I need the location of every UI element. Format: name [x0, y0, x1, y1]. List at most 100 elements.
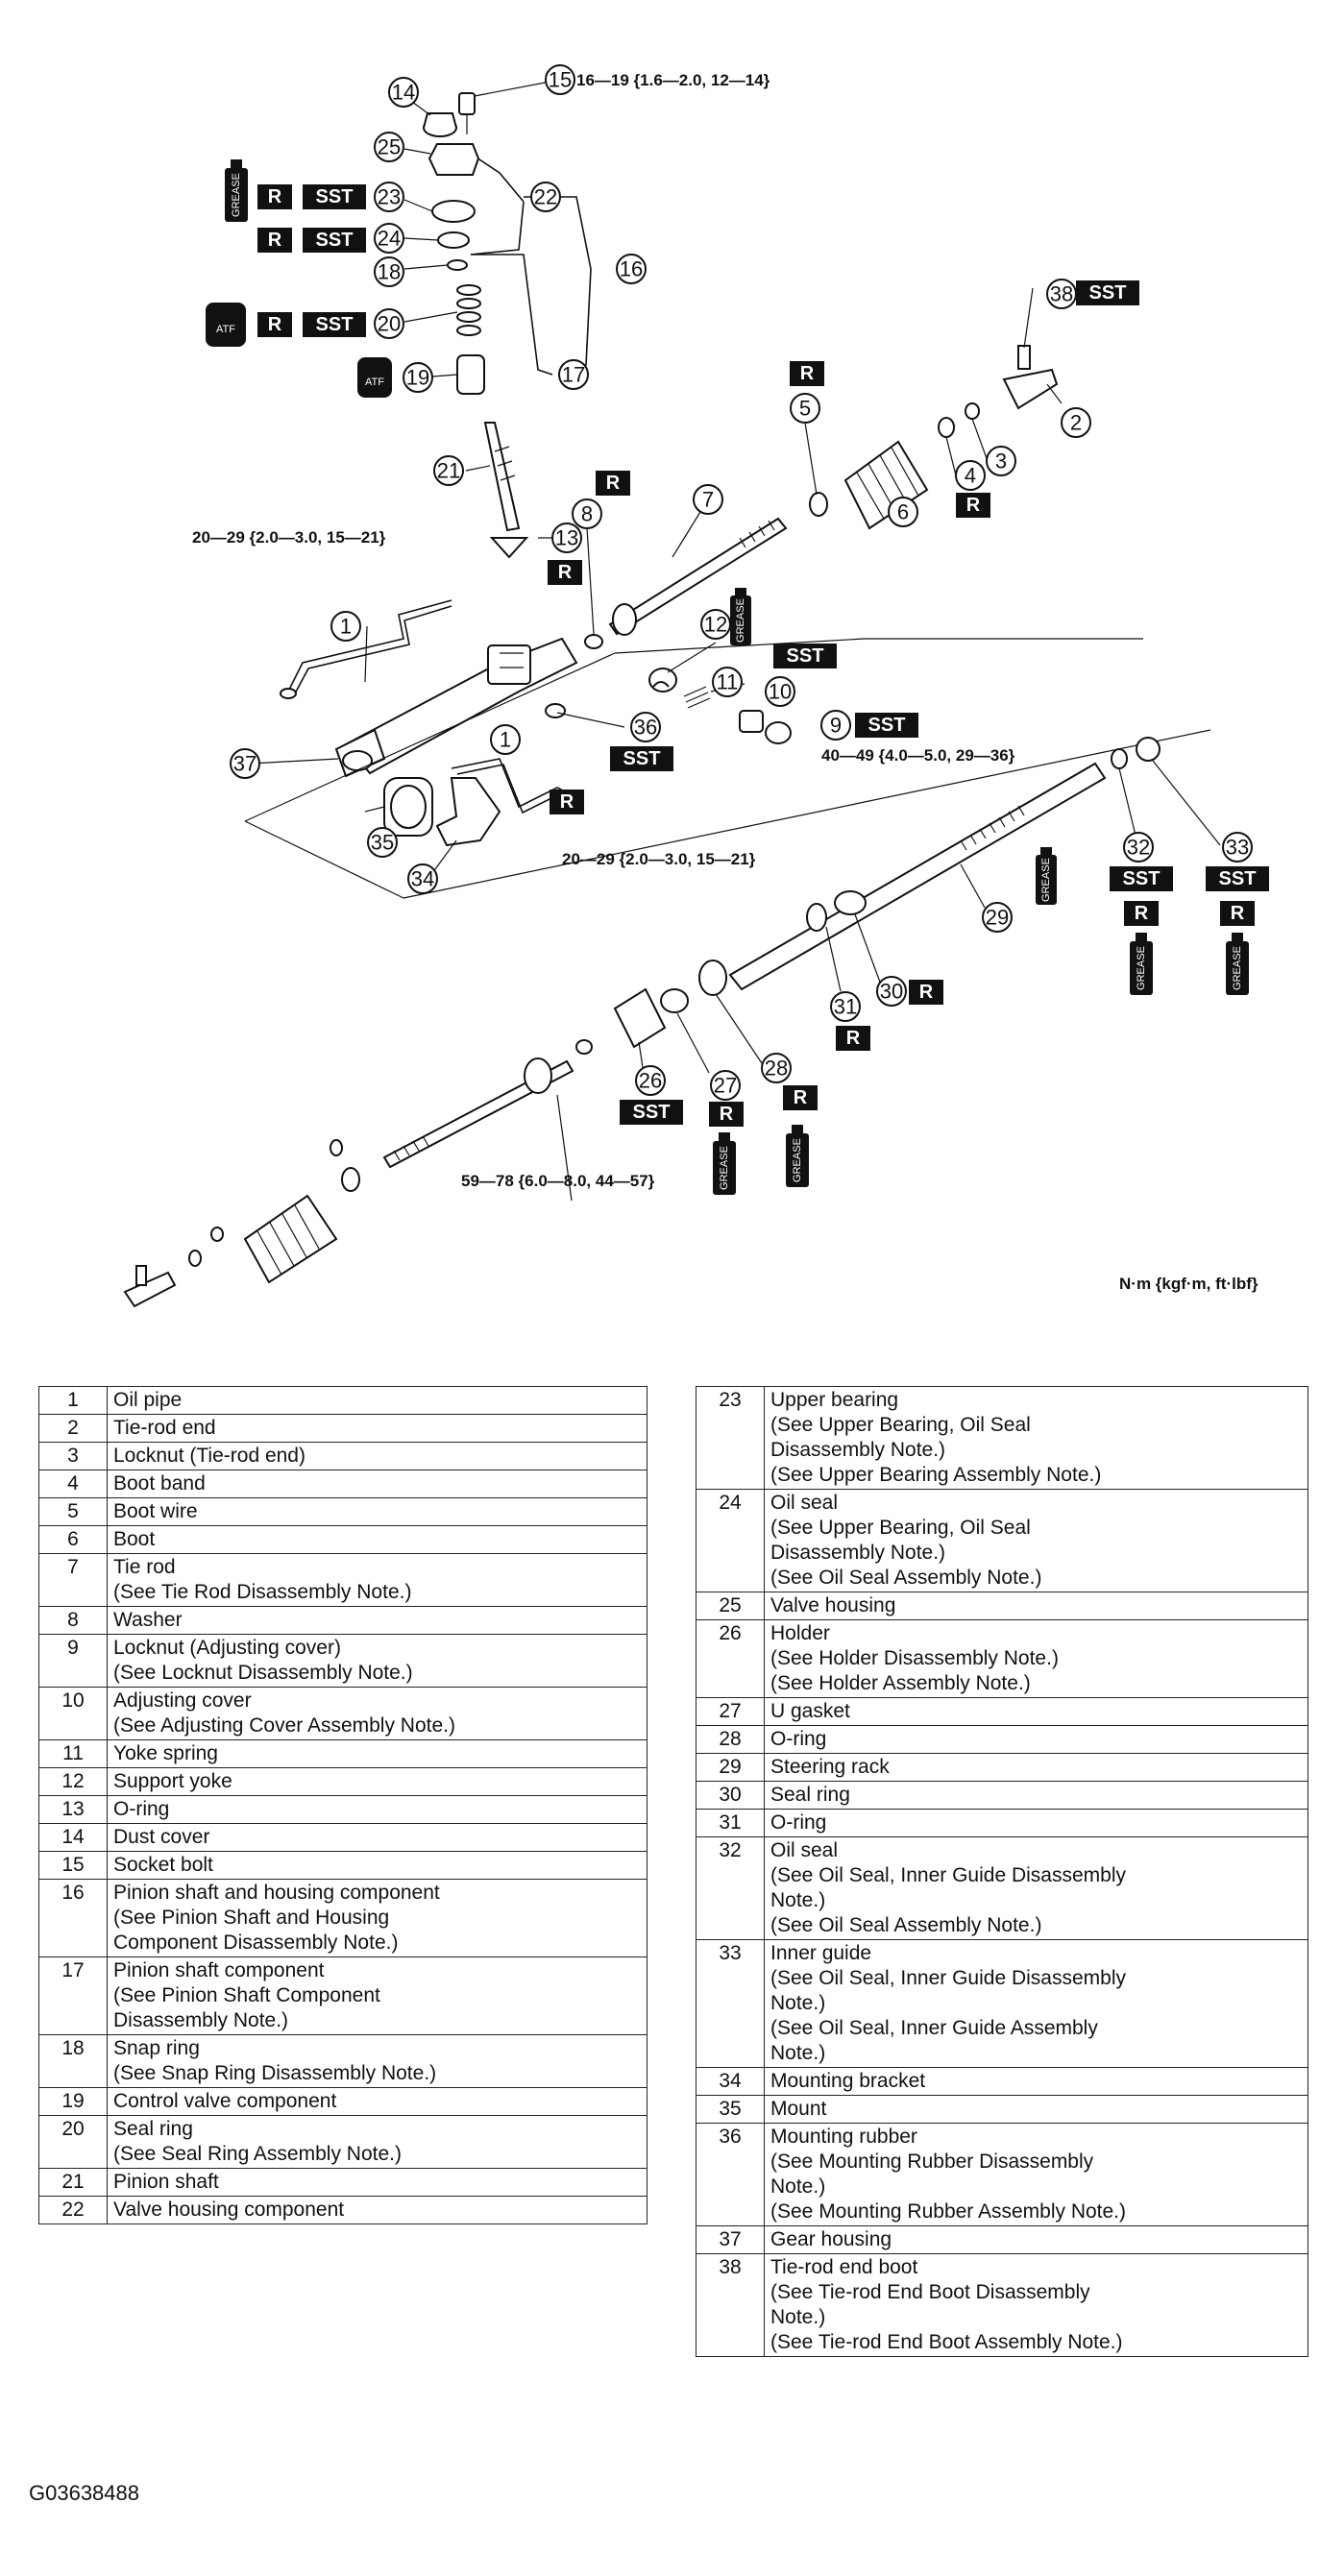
part-description: Mounting bracket: [764, 2067, 1308, 2096]
u-gasket-part: [660, 988, 689, 1013]
tag-sst-24: SST: [303, 228, 366, 253]
callout-10: 10: [765, 676, 795, 707]
part-description: O-ring: [107, 1795, 648, 1824]
callout-1: 1: [330, 611, 361, 642]
callout-4-text: 4: [965, 464, 976, 488]
tag-r-27-text: R: [720, 1104, 734, 1125]
callout-8: 8: [572, 498, 602, 529]
part-number: 29: [696, 1753, 765, 1782]
callout-12: 12: [700, 609, 731, 640]
part-description: Snap ring (See Snap Ring Disassembly Not…: [107, 2034, 648, 2088]
tag-r-28-text: R: [794, 1087, 808, 1108]
grease-can-29: GREASE: [1036, 847, 1057, 905]
tie-rod-end-upper-part: [1002, 345, 1059, 410]
part-number: 15: [38, 1851, 108, 1880]
part-description: Oil seal (See Upper Bearing, Oil Seal Di…: [764, 1489, 1308, 1592]
part-description: Locknut (Adjusting cover) (See Locknut D…: [107, 1634, 648, 1688]
snap-ring-part: [447, 259, 468, 271]
tag-r-1b: R: [550, 790, 584, 814]
part-description: Gear housing: [764, 2225, 1308, 2254]
gear-housing-part: [334, 637, 578, 778]
tag-sst-9: SST: [855, 713, 918, 738]
mount-part: [383, 777, 433, 837]
tag-r-13: R: [548, 560, 582, 585]
seal-ring-30-part: [834, 890, 867, 915]
part-description: Steering rack: [764, 1753, 1308, 1782]
callout-18-text: 18: [378, 260, 401, 284]
callout-22-text: 22: [534, 185, 557, 209]
callout-9-text: 9: [830, 714, 842, 738]
part-description: Inner guide (See Oil Seal, Inner Guide D…: [764, 1939, 1308, 2068]
grease-can-32: GREASE: [1130, 933, 1153, 995]
part-number: 30: [696, 1781, 765, 1810]
callout-6-text: 6: [897, 500, 909, 524]
torque-bolt-15: 16—19 {1.6—2.0, 12—14}: [576, 71, 770, 89]
part-number: 12: [38, 1767, 108, 1796]
part-description: Mounting rubber (See Mounting Rubber Dis…: [764, 2123, 1308, 2226]
part-description: Yoke spring: [107, 1739, 648, 1768]
part-number: 23: [696, 1386, 765, 1490]
torque-tie-rod: 59—78 {6.0—8.0, 44—57}: [461, 1172, 655, 1190]
tag-r-31-text: R: [846, 1028, 861, 1049]
grease-can-33-label: GREASE: [1232, 946, 1243, 990]
callout-7-text: 7: [702, 488, 714, 512]
part-description: U gasket: [764, 1697, 1308, 1726]
part-number: 1: [38, 1386, 108, 1415]
callout-8-text: 8: [581, 502, 593, 526]
part-number: 4: [38, 1470, 108, 1498]
callout-11: 11: [712, 667, 743, 697]
part-description: Seal ring: [764, 1781, 1308, 1810]
part-number: 19: [38, 2087, 108, 2116]
part-description: Upper bearing (See Upper Bearing, Oil Se…: [764, 1386, 1308, 1490]
callout-36: 36: [630, 712, 661, 742]
part-description: Dust cover: [107, 1823, 648, 1852]
callout-7: 7: [693, 484, 723, 515]
boot-wire-part: [809, 492, 828, 517]
atf-can-19: ATF: [357, 357, 392, 398]
callout-23: 23: [374, 182, 404, 212]
callout-32-text: 32: [1127, 836, 1150, 860]
callout-6: 6: [888, 497, 918, 527]
callout-16-text: 16: [620, 257, 643, 281]
part-number: 17: [38, 1956, 108, 2035]
part-number: 35: [696, 2095, 765, 2124]
callout-38-text: 38: [1050, 282, 1073, 306]
part-description: Pinion shaft and housing component (See …: [107, 1879, 648, 1957]
callout-25-text: 25: [378, 135, 401, 159]
part-number: 10: [38, 1687, 108, 1740]
tag-sst-20: SST: [303, 312, 366, 337]
callout-3: 3: [986, 446, 1016, 476]
callout-37-text: 37: [233, 752, 257, 776]
callout-22: 22: [530, 182, 561, 212]
grease-can-12: GREASE: [730, 588, 751, 645]
tag-sst-23: SST: [303, 184, 366, 209]
part-number: 33: [696, 1939, 765, 2068]
callout-5: 5: [790, 393, 820, 424]
atf-can-20: ATF: [206, 303, 246, 347]
part-description: Control valve component: [107, 2087, 648, 2116]
boot-upper-part: [843, 440, 929, 530]
callout-24: 24: [374, 223, 404, 254]
callout-33-text: 33: [1226, 836, 1249, 860]
part-number: 7: [38, 1553, 108, 1607]
tag-r-33-text: R: [1231, 903, 1245, 924]
grease-can-28: GREASE: [786, 1125, 809, 1187]
boot-band-lower-part: [330, 1139, 343, 1156]
tag-sst-33: SST: [1206, 866, 1269, 891]
part-number: 26: [696, 1619, 765, 1698]
tag-sst-26-text: SST: [633, 1102, 671, 1123]
part-number: 2: [38, 1414, 108, 1443]
part-number: 21: [38, 2168, 108, 2197]
part-description: Adjusting cover (See Adjusting Cover Ass…: [107, 1687, 648, 1740]
tag-r-5-text: R: [800, 363, 815, 384]
part-number: 9: [38, 1634, 108, 1688]
washer-lower-part: [575, 1039, 593, 1055]
mounting-bracket-part: [435, 777, 501, 847]
